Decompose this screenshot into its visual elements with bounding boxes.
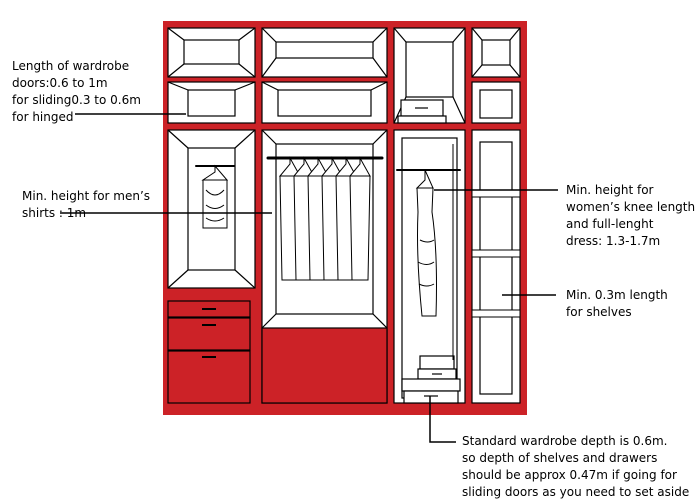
label-wardrobe-depth: Standard wardrobe depth is 0.6m. so dept… <box>462 434 690 499</box>
drawer-unit <box>167 300 251 404</box>
long-dress <box>415 169 437 317</box>
label-mens-shirts: Min. height for men’s shirts : 1m <box>22 189 151 220</box>
label-shelves: Min. 0.3m length for shelves <box>566 288 668 319</box>
column2-bottom-block <box>261 327 388 404</box>
label-womens-dress: Min. height for women’s knee length and … <box>566 183 696 248</box>
storage-boxes <box>397 99 461 404</box>
label-door-length: Length of wardrobe doors:0.6 to 1m for s… <box>12 59 141 124</box>
leader-lines <box>60 113 558 443</box>
compartment-outlines <box>167 27 521 404</box>
shirts-on-hangers <box>278 156 371 281</box>
leader-depth <box>429 396 456 443</box>
column4-shelves <box>471 189 521 318</box>
folded-garment <box>201 164 229 229</box>
wardrobe-frame <box>163 21 527 415</box>
